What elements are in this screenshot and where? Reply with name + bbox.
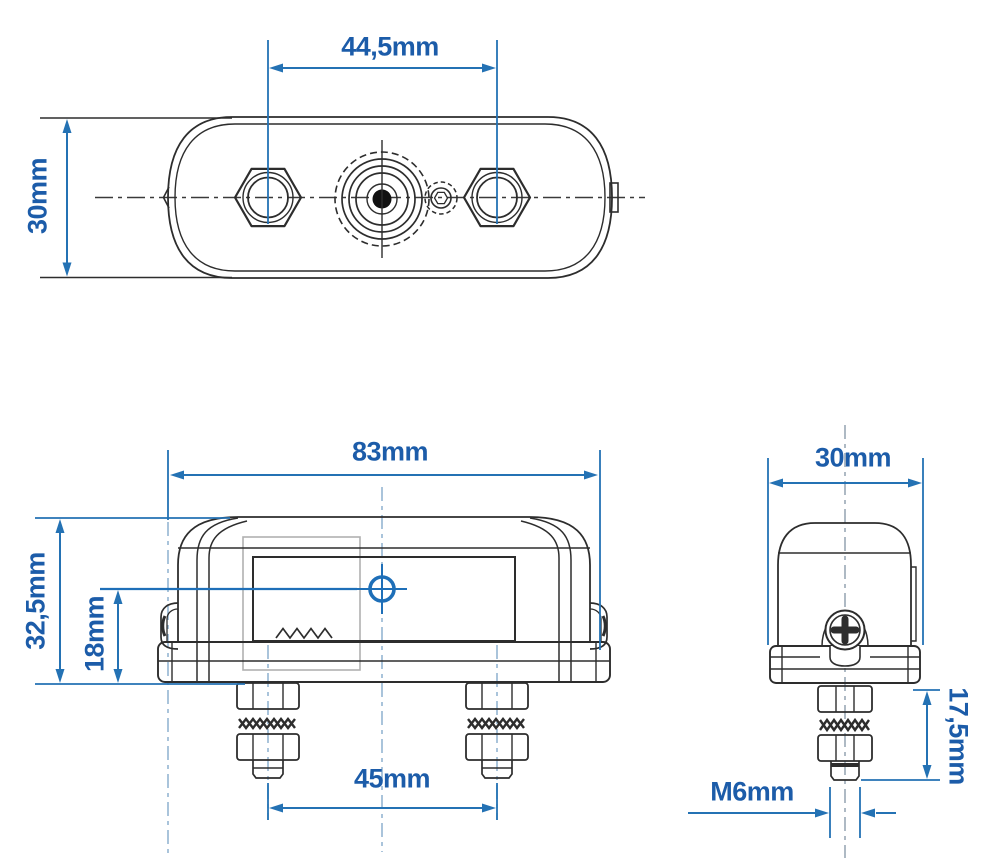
dimension-label-top-width: 44,5mm bbox=[341, 31, 439, 62]
mounting-center-marker bbox=[100, 564, 407, 614]
plate-area-outline bbox=[242, 536, 361, 671]
dimension-label-side-bolt-length: 17,5mm bbox=[943, 687, 974, 785]
top-housing-outer bbox=[167, 116, 613, 279]
front-right-clip bbox=[589, 602, 608, 650]
front-base-flange bbox=[157, 641, 611, 683]
dimension-label-side-thread: M6mm bbox=[710, 776, 794, 807]
dimension-label-front-width: 83mm bbox=[351, 436, 429, 467]
left-notch bbox=[162, 186, 170, 209]
zigzag-mark bbox=[275, 627, 333, 640]
side-view-dimensions bbox=[688, 458, 940, 838]
centerlines-light bbox=[167, 487, 498, 855]
dimension-label-front-lens-height: 18mm bbox=[79, 595, 110, 673]
side-bolt bbox=[817, 685, 873, 781]
front-lens-window bbox=[252, 556, 516, 642]
front-view-drawing bbox=[157, 516, 611, 779]
dimension-label-front-height: 32,5mm bbox=[20, 552, 51, 650]
top-lens bbox=[334, 140, 430, 258]
front-view-dimensions bbox=[35, 450, 601, 820]
front-left-clip bbox=[160, 602, 179, 650]
top-view-dimensions bbox=[62, 40, 498, 277]
dimension-label-side-depth: 30mm bbox=[814, 442, 892, 473]
dimension-label-top-height: 30mm bbox=[22, 157, 53, 235]
side-right-tab bbox=[911, 566, 917, 642]
front-left-bolt bbox=[236, 682, 300, 779]
front-right-bolt bbox=[465, 682, 529, 779]
top-small-boss bbox=[424, 181, 458, 215]
top-view-drawing bbox=[40, 116, 645, 279]
front-housing-outer bbox=[177, 516, 591, 643]
side-housing-outer bbox=[777, 522, 912, 646]
phillips-screw-icon bbox=[824, 609, 866, 651]
right-tab bbox=[609, 182, 619, 213]
side-view-drawing bbox=[769, 522, 921, 781]
dimension-label-front-bolt-spacing: 45mm bbox=[353, 763, 431, 794]
top-housing-inner bbox=[174, 123, 606, 272]
